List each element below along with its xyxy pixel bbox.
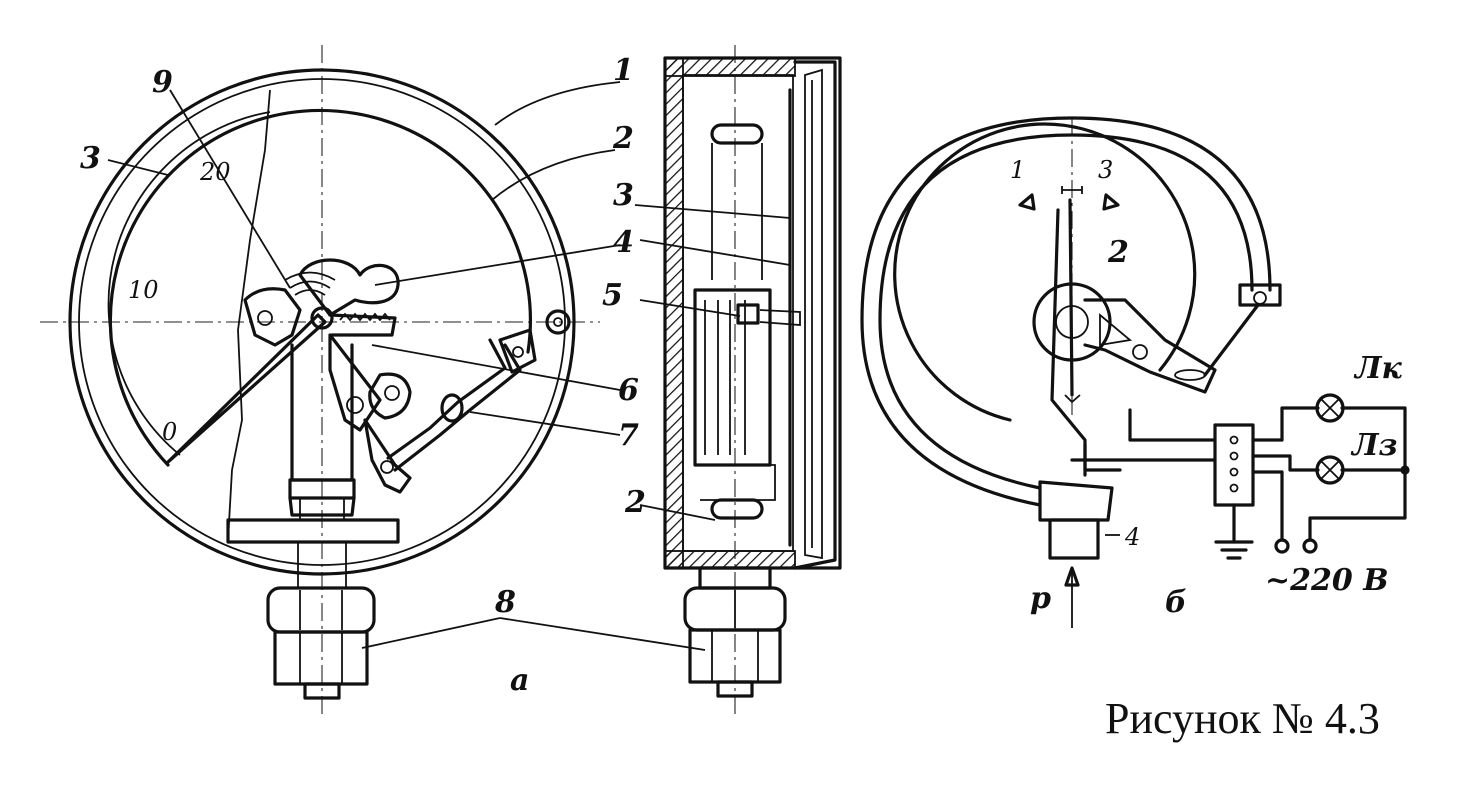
- view-b-tag: б: [1165, 585, 1187, 620]
- label-9: 9: [152, 65, 173, 100]
- dial-scale-20: 20: [199, 158, 231, 186]
- pressure-label: р: [1030, 581, 1051, 616]
- lamp-z-label: Лз: [1350, 428, 1398, 463]
- gauge-front-view: [40, 45, 741, 715]
- view-a-tag: а: [510, 663, 529, 698]
- dial-scale-0: 0: [162, 418, 177, 446]
- dial-scale-10: 10: [128, 276, 159, 304]
- contact-scheme-view: [860, 116, 1410, 628]
- labels: 0 10 20 9 3 1 2 3 4 5 6 7 8 2 а 1 3 2 4 …: [80, 53, 1403, 743]
- label-6: 6: [618, 373, 639, 408]
- label-4: 4: [613, 225, 634, 260]
- label-1: 1: [613, 53, 634, 88]
- figure-caption: Рисунок № 4.3: [1105, 694, 1380, 743]
- label-3-left: 3: [80, 141, 101, 176]
- label-2-lower: 2: [624, 485, 646, 520]
- label-8: 8: [494, 585, 516, 620]
- b-label-3: 3: [1098, 156, 1113, 184]
- lamp-k-label: Лк: [1353, 351, 1403, 386]
- b-label-2: 2: [1107, 235, 1129, 270]
- label-5: 5: [602, 278, 623, 313]
- label-3: 3: [613, 178, 634, 213]
- label-7: 7: [618, 418, 639, 453]
- gauge-side-section: [634, 45, 842, 715]
- b-label-4: 4: [1124, 523, 1140, 551]
- b-label-1: 1: [1010, 156, 1025, 184]
- label-2: 2: [612, 121, 634, 156]
- voltage-label: ~220 В: [1265, 563, 1389, 598]
